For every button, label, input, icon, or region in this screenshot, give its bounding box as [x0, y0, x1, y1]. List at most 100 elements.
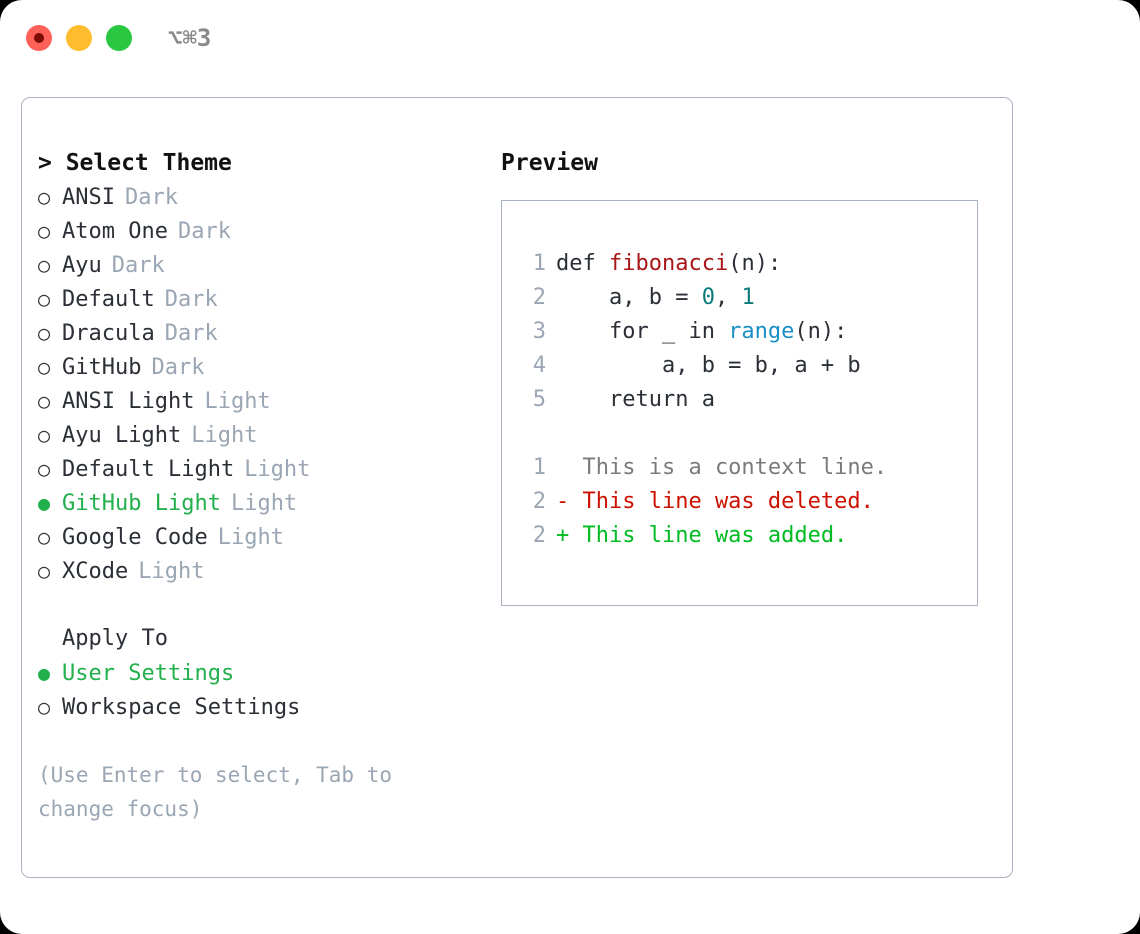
- theme-option-tag: Light: [204, 389, 271, 414]
- code-token: (n):: [728, 251, 782, 276]
- code-line: 4 a, b = b, a + b: [520, 349, 977, 383]
- theme-option-tag: Light: [230, 491, 298, 516]
- line-number: 2: [532, 285, 546, 310]
- theme-option-label: Default: [62, 287, 155, 312]
- title-bar: ⌥⌘3: [0, 0, 1140, 78]
- theme-option-dracula[interactable]: ○ Dracula Dark: [38, 316, 478, 350]
- theme-option-ansi-light[interactable]: ○ ANSI Light Light: [38, 384, 478, 418]
- theme-option-tag: Dark: [164, 321, 218, 346]
- apply-to-option-label: Workspace Settings: [62, 695, 301, 720]
- radio-unselected-icon: ○: [38, 423, 51, 447]
- code-line: 1 def fibonacci(n):: [520, 247, 977, 281]
- theme-option-label: Ayu: [62, 253, 102, 278]
- theme-option-label: GitHub Light: [62, 491, 221, 516]
- code-diff-gap: [520, 417, 977, 451]
- radio-selected-icon: ●: [38, 661, 51, 685]
- theme-option-label: Ayu Light: [62, 423, 182, 448]
- radio-unselected-icon: ○: [38, 355, 51, 379]
- theme-option-tag: Light: [191, 423, 258, 448]
- theme-option-tag: Dark: [124, 185, 178, 210]
- keyboard-hint-text: (Use Enter to select, Tab to change focu…: [38, 763, 393, 821]
- theme-option-label: GitHub: [62, 355, 142, 380]
- theme-option-google-code[interactable]: ○ Google Code Light: [38, 520, 478, 554]
- apply-to-option-label: User Settings: [62, 661, 235, 686]
- code-token: a, b = b, a + b: [556, 353, 861, 378]
- diff-line: 2 - This line was deleted.: [520, 485, 977, 519]
- theme-option-label: Default Light: [62, 457, 235, 482]
- line-number: 1: [532, 455, 546, 480]
- line-number: 2: [532, 523, 546, 548]
- theme-option-tag: Dark: [177, 219, 231, 244]
- theme-option-label: Google Code: [62, 525, 208, 550]
- line-number: 3: [532, 319, 546, 344]
- code-token: (n):: [794, 319, 848, 344]
- theme-option-default[interactable]: ○ Default Dark: [38, 282, 478, 316]
- code-token: range: [728, 319, 795, 344]
- theme-option-ayu[interactable]: ○ Ayu Dark: [38, 248, 478, 282]
- apply-to-option-workspace-settings[interactable]: ○ Workspace Settings: [38, 690, 478, 724]
- list-spacer: [38, 588, 478, 622]
- hint-spacer: [38, 724, 478, 758]
- theme-option-label: XCode: [62, 559, 129, 584]
- radio-unselected-icon: ○: [38, 185, 51, 209]
- code-token: a, b =: [556, 285, 702, 310]
- code-token: fibonacci: [608, 251, 729, 276]
- apply-to-option-user-settings[interactable]: ● User Settings: [38, 656, 478, 690]
- theme-option-label: Dracula: [62, 321, 155, 346]
- radio-unselected-icon: ○: [38, 525, 51, 549]
- diff-line-text: + This line was added.: [556, 523, 848, 548]
- radio-unselected-icon: ○: [38, 389, 51, 413]
- line-number: 1: [532, 251, 546, 276]
- code-line: 3 for _ in range(n):: [520, 315, 977, 349]
- diff-line: 2 + This line was added.: [520, 519, 977, 553]
- radio-unselected-icon: ○: [38, 219, 51, 243]
- select-theme-header: > Select Theme: [38, 150, 232, 176]
- theme-option-tag: Dark: [164, 287, 218, 312]
- line-number: 4: [532, 353, 546, 378]
- radio-unselected-icon: ○: [38, 457, 51, 481]
- theme-option-ansi[interactable]: ○ ANSI Dark: [38, 180, 478, 214]
- radio-unselected-icon: ○: [38, 253, 51, 277]
- diff-line-text: - This line was deleted.: [556, 489, 874, 514]
- minimize-window-button[interactable]: [66, 25, 92, 51]
- theme-option-ayu-light[interactable]: ○ Ayu Light Light: [38, 418, 478, 452]
- code-token: for _ in: [556, 319, 729, 344]
- theme-option-tag: Light: [217, 525, 284, 550]
- diff-line: 1 This is a context line.: [520, 451, 977, 485]
- apply-to-list: ● User Settings ○ Workspace Settings: [38, 656, 478, 724]
- keyboard-shortcut-label: ⌥⌘3: [168, 24, 212, 52]
- diff-sample: 1 This is a context line. 2 - This line wa…: [520, 451, 977, 553]
- code-token: return a: [556, 387, 715, 412]
- apply-to-header: Apply To: [62, 626, 168, 651]
- code-token: def: [556, 251, 609, 276]
- line-number: 2: [532, 489, 546, 514]
- code-token: 0: [701, 285, 715, 310]
- code-token: 1: [741, 285, 755, 310]
- code-line: 5 return a: [520, 383, 977, 417]
- diff-line-text: This is a context line.: [556, 455, 888, 480]
- code-token: ,: [714, 285, 742, 310]
- theme-option-tag: Light: [138, 559, 205, 584]
- radio-unselected-icon: ○: [38, 321, 51, 345]
- preview-title: Preview: [501, 150, 598, 176]
- radio-unselected-icon: ○: [38, 695, 51, 719]
- theme-option-label: ANSI Light: [62, 389, 195, 414]
- radio-unselected-icon: ○: [38, 287, 51, 311]
- theme-option-xcode[interactable]: ○ XCode Light: [38, 554, 478, 588]
- theme-option-tag: Dark: [111, 253, 165, 278]
- radio-unselected-icon: ○: [38, 559, 51, 583]
- maximize-window-button[interactable]: [106, 25, 132, 51]
- code-line: 2 a, b = 0, 1: [520, 281, 977, 315]
- theme-option-label: ANSI: [62, 185, 115, 210]
- close-window-button[interactable]: [26, 25, 52, 51]
